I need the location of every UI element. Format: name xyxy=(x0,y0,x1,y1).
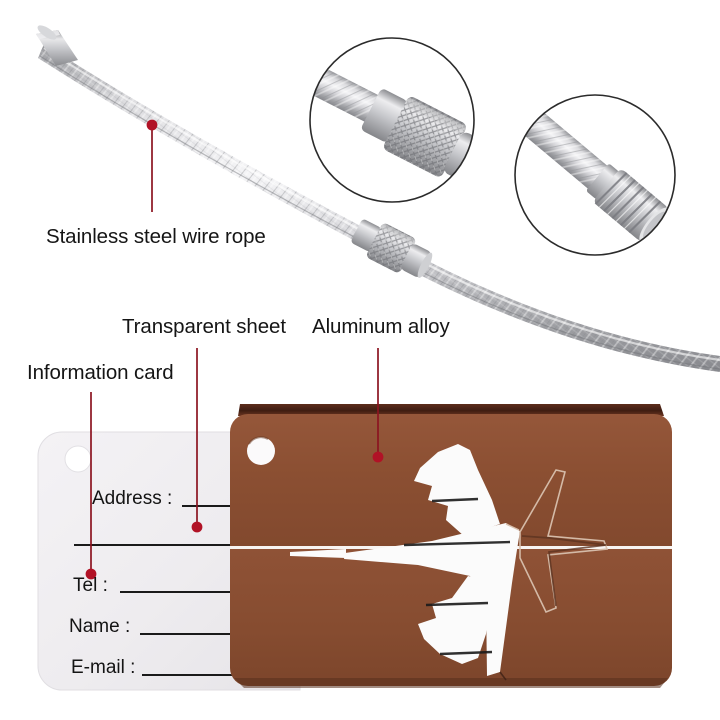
cable-ferrule-endcap xyxy=(36,25,78,66)
callout-dot xyxy=(146,119,158,131)
label-aluminum-alloy: Aluminum alloy xyxy=(312,315,450,338)
card-field-email: E-mail : xyxy=(71,657,136,678)
callout-dot xyxy=(191,521,203,533)
card-field-address: Address : xyxy=(92,488,173,509)
card-field-tel: Tel : xyxy=(73,575,108,596)
label-information-card: Information card xyxy=(27,361,174,384)
label-transparent-sheet: Transparent sheet xyxy=(122,315,286,338)
callout-dot xyxy=(85,568,97,580)
card-punch-hole xyxy=(65,446,91,472)
tag-punch-hole xyxy=(247,437,275,465)
label-stainless-steel-wire-rope: Stainless steel wire rope xyxy=(46,225,266,248)
aluminum-alloy-tag xyxy=(230,404,672,688)
callout-aluminum-alloy xyxy=(372,348,384,463)
tag-top-edge xyxy=(238,404,664,416)
callout-wire-rope xyxy=(146,119,158,212)
callout-information-card xyxy=(85,392,97,580)
airplane-cutout xyxy=(290,444,609,681)
callout-transparent-sheet xyxy=(191,348,203,533)
cable-clasp xyxy=(351,219,433,278)
card-field-name: Name : xyxy=(69,616,131,637)
callout-dot xyxy=(372,451,384,463)
